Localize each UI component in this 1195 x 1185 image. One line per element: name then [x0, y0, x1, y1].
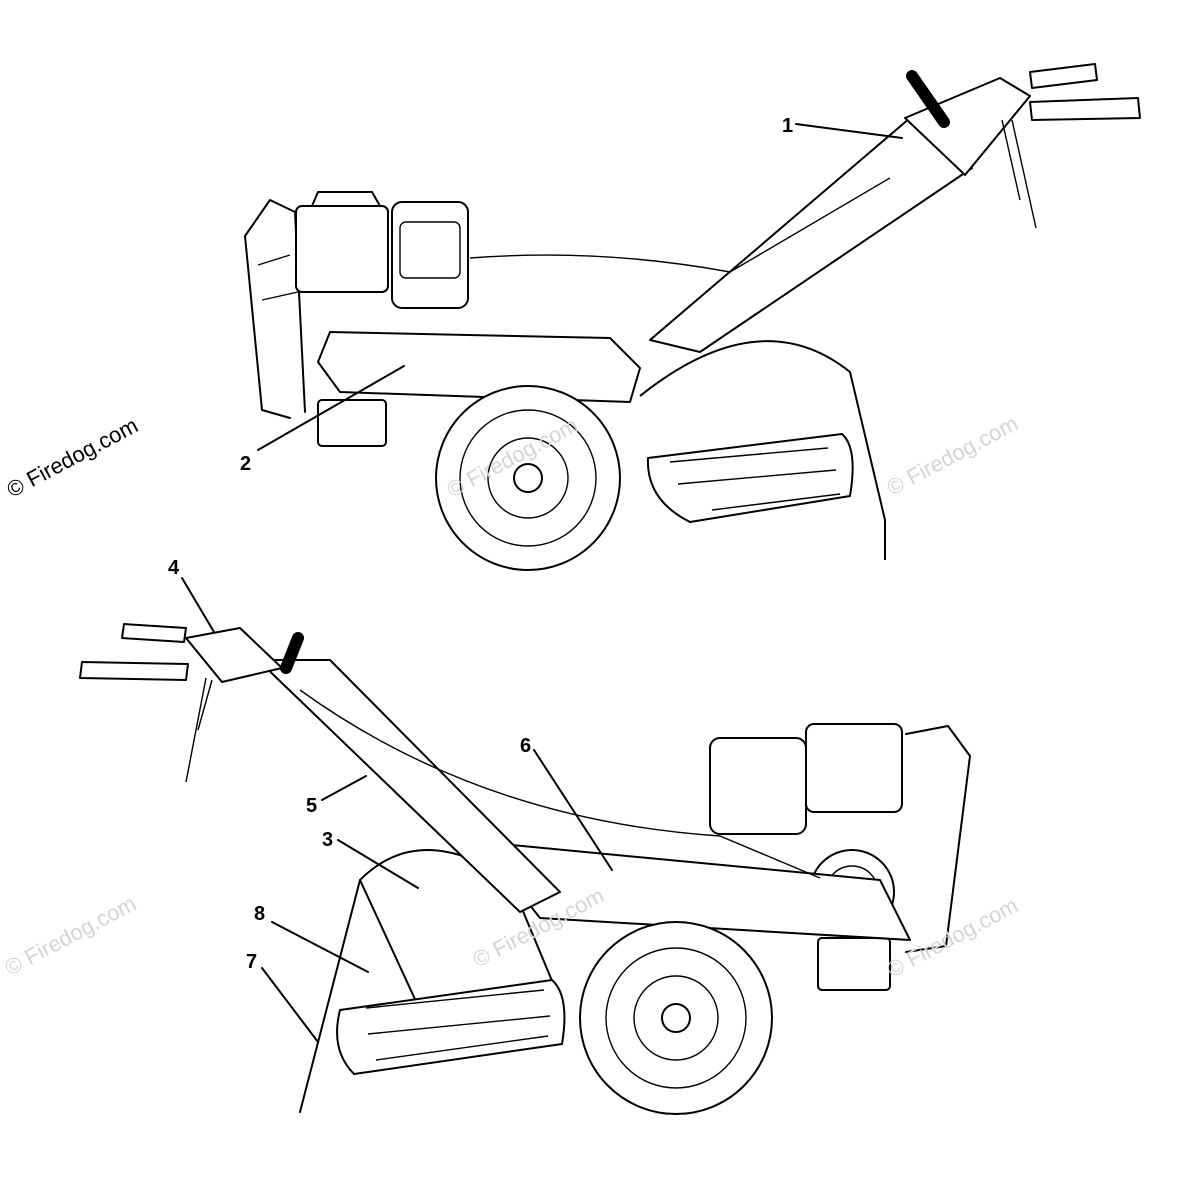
- callout-4-label: 4: [168, 557, 180, 579]
- callout-8-label: 8: [254, 903, 265, 925]
- callout-6-label: 6: [520, 735, 531, 757]
- callout-5-label: 5: [306, 795, 317, 817]
- callout-5: 5: [306, 775, 367, 817]
- callout-4: 4: [168, 557, 215, 633]
- callout-1: 1: [782, 115, 903, 139]
- callout-2: 2: [240, 365, 405, 475]
- callout-3-label: 3: [322, 829, 333, 851]
- callout-8: 8: [254, 903, 369, 973]
- watermark-faint-left-bottom: © Firedog.com: [1, 890, 140, 980]
- callout-3: 3: [322, 829, 419, 889]
- callout-7: 7: [246, 951, 319, 1043]
- watermark-primary: © Firedog.com: [3, 412, 142, 502]
- callout-7-label: 7: [246, 951, 257, 973]
- watermark-faint-right-top: © Firedog.com: [883, 410, 1022, 500]
- callout-2-label: 2: [240, 453, 251, 475]
- bottom-tiller-illustration: [79, 623, 971, 1115]
- callout-6: 6: [520, 735, 613, 871]
- callout-1-label: 1: [782, 115, 793, 137]
- top-tiller-illustration: [244, 63, 1141, 571]
